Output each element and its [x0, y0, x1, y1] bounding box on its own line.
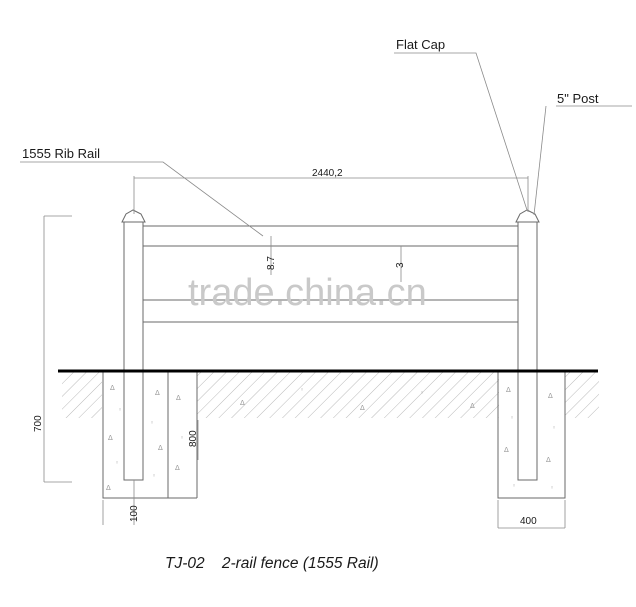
svg-text:◦: ◦	[550, 484, 554, 492]
post-label: 5" Post	[557, 91, 599, 106]
svg-text:Δ: Δ	[176, 394, 181, 402]
svg-text:Δ: Δ	[110, 384, 115, 392]
rail-dim-left-label: 8.7	[266, 256, 277, 270]
svg-text:◦: ◦	[150, 419, 154, 427]
rail-dim-mid-label: 3	[395, 262, 406, 268]
span-dimension: 2440,2	[133, 168, 529, 214]
svg-text:◦: ◦	[300, 386, 304, 394]
footing-dimension: 400	[497, 500, 566, 529]
depth-dimension: 800	[188, 420, 199, 460]
height-dimension: 700	[33, 215, 72, 483]
left-footing	[102, 372, 198, 499]
svg-text:Δ: Δ	[546, 456, 551, 464]
svg-text:◦: ◦	[552, 424, 556, 432]
svg-text:Δ: Δ	[470, 402, 475, 410]
svg-text:Δ: Δ	[240, 399, 245, 407]
soil-hatching	[62, 372, 599, 418]
flat-cap-label: Flat Cap	[396, 37, 445, 52]
watermark: trade.china.cn	[188, 272, 427, 314]
svg-text:Δ: Δ	[504, 446, 509, 454]
top-rail	[142, 225, 519, 247]
svg-text:◦: ◦	[512, 482, 516, 490]
svg-text:Δ: Δ	[548, 392, 553, 400]
right-footing	[497, 372, 566, 499]
concrete-speckles: Δ ◦ Δ ◦ Δ Δ ◦ Δ ◦ Δ ◦ Δ Δ ◦ Δ ◦ Δ ◦ Δ ◦ …	[106, 384, 556, 492]
right-post	[515, 209, 540, 481]
drawing-title: TJ-02 2-rail fence (1555 Rail)	[165, 555, 379, 572]
svg-text:Δ: Δ	[108, 434, 113, 442]
callout-leaders	[20, 52, 632, 237]
svg-text:◦: ◦	[420, 389, 424, 397]
svg-text:Δ: Δ	[158, 444, 163, 452]
height-dim-label: 700	[33, 415, 44, 432]
svg-text:Δ: Δ	[360, 404, 365, 412]
svg-text:Δ: Δ	[506, 386, 511, 394]
rail-dimension-left: 8.7	[266, 236, 277, 275]
span-dim-label: 2440,2	[312, 168, 343, 179]
svg-text:◦: ◦	[180, 434, 184, 442]
svg-text:Δ: Δ	[106, 484, 111, 492]
depth-dim-label: 800	[188, 430, 199, 447]
svg-text:◦: ◦	[118, 406, 122, 414]
bottom-rail	[142, 299, 519, 323]
offset-dim-label: 100	[129, 505, 140, 522]
offset-dimension: 100	[102, 480, 140, 525]
svg-text:◦: ◦	[510, 414, 514, 422]
left-post	[121, 209, 146, 481]
svg-text:Δ: Δ	[175, 464, 180, 472]
svg-text:◦: ◦	[115, 459, 119, 467]
svg-text:◦: ◦	[152, 472, 156, 480]
rail-dimension-mid: 3	[395, 246, 406, 282]
svg-text:Δ: Δ	[155, 389, 160, 397]
footing-dim-label: 400	[520, 516, 537, 527]
rib-rail-label: 1555 Rib Rail	[22, 146, 100, 161]
